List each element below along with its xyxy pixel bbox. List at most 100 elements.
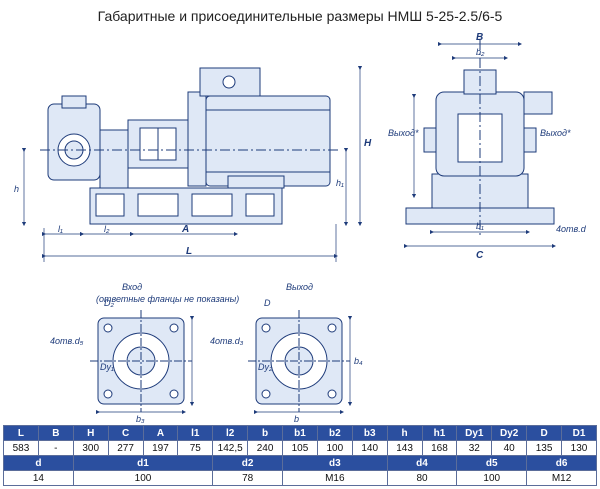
motor-flange — [187, 91, 207, 187]
dim-b2: b₂ — [476, 47, 485, 57]
table-cell: H — [72, 425, 109, 441]
table-cell: 78 — [212, 470, 283, 486]
table-cell: 40 — [491, 440, 528, 456]
dim-b1: b₁ — [476, 221, 484, 231]
table-cell: - — [37, 440, 74, 456]
table-cell: d — [3, 455, 74, 471]
motor-feet — [227, 175, 285, 189]
table-cell: 75 — [177, 440, 214, 456]
flange-in-hole-bl — [103, 389, 113, 399]
flange-out-D: D — [264, 298, 271, 308]
table-cell: d2 — [212, 455, 283, 471]
table-cell: 197 — [142, 440, 179, 456]
outlet-left-flange — [423, 127, 437, 153]
flange-in-hole-tr — [169, 323, 179, 333]
flange-in-hole-tl — [103, 323, 113, 333]
flange-in-b3: b₃ — [136, 414, 145, 424]
flange-out-b: b — [294, 414, 299, 424]
table-cell: 135 — [526, 440, 562, 456]
flange-in-hole-br — [169, 389, 179, 399]
dim-A: A — [181, 224, 189, 235]
flange-in-holes: 4отв.d₅ — [50, 336, 84, 346]
flange-out-hole-bl — [261, 389, 271, 399]
end-motor-box — [523, 91, 553, 115]
end-view — [405, 40, 555, 236]
table-cell: 240 — [247, 440, 283, 456]
flange-in-caption: Вход — [122, 282, 142, 292]
table-cell: b2 — [316, 425, 353, 441]
dim-H: H — [364, 138, 372, 149]
table-cell: b1 — [282, 425, 318, 441]
table-cell: d6 — [526, 455, 597, 471]
flange-out-caption: Выход — [286, 282, 313, 292]
table-cell: 140 — [351, 440, 388, 456]
technical-drawing: L l₁ l₂ A h h₁ H B b₂ b₁ C 4отв.d Выход*… — [14, 32, 587, 424]
table-cell: 14 — [3, 470, 74, 486]
flange-out-holes: 4отв.d₃ — [210, 336, 244, 346]
side-view-dims — [21, 65, 363, 262]
table-cell: M12 — [526, 470, 597, 486]
table-cell: 583 — [3, 440, 39, 456]
pump-top-flange — [61, 95, 87, 109]
table-cell: 32 — [456, 440, 493, 456]
table-cell: Dy2 — [491, 425, 528, 441]
table-cell: D — [526, 425, 562, 441]
table-cell: 277 — [107, 440, 144, 456]
flange-out-Dy2: Dy₂ — [258, 362, 273, 372]
flange-out-hole-tl — [261, 323, 271, 333]
dim-h1: h₁ — [336, 178, 344, 188]
flange-out-hole-tr — [327, 323, 337, 333]
table-cell: d3 — [282, 455, 388, 471]
table-cell: 168 — [421, 440, 458, 456]
dim-h: h — [14, 184, 19, 194]
table-cell: h1 — [421, 425, 458, 441]
table-cell: L — [3, 425, 39, 441]
table-cell: 105 — [282, 440, 318, 456]
table-cell: l2 — [212, 425, 249, 441]
dim-C: C — [476, 250, 484, 261]
outlet-left-label: Выход* — [388, 128, 419, 138]
table-cell: D1 — [561, 425, 597, 441]
flange-out-b4: b₄ — [354, 356, 363, 366]
table-cell: 143 — [386, 440, 423, 456]
side-view — [40, 67, 340, 225]
table-cell: 130 — [561, 440, 597, 456]
dim-l2: l₂ — [104, 224, 110, 234]
table-cell: d1 — [72, 455, 214, 471]
table-cell: h — [386, 425, 423, 441]
table-cell: 100 — [316, 440, 353, 456]
table-cell: C — [107, 425, 144, 441]
dim-end-holes: 4отв.d — [556, 224, 587, 234]
outlet-right-label: Выход* — [540, 128, 571, 138]
flange-in-D2: D₂ — [104, 298, 114, 308]
table-cell: b — [247, 425, 283, 441]
table-cell: 142,5 — [212, 440, 249, 456]
table-cell: 100 — [72, 470, 214, 486]
pump-pedestal — [99, 129, 129, 189]
table-cell: 100 — [456, 470, 528, 486]
flange-in-Dy1: Dy₁ — [100, 362, 114, 372]
page-title: Габаритные и присоединительные размеры Н… — [97, 8, 503, 24]
dim-B: B — [476, 32, 483, 43]
table-cell: B — [37, 425, 74, 441]
flange-in-dims — [95, 315, 195, 415]
flange-out-dims — [253, 315, 353, 415]
table-cell: l1 — [177, 425, 214, 441]
table-cell: d4 — [386, 455, 458, 471]
flange-in-note: (ответные фланцы не показаны) — [96, 294, 239, 304]
table-cell: Dy1 — [456, 425, 493, 441]
end-view-dims — [403, 41, 557, 249]
table-cell: d5 — [456, 455, 528, 471]
flange-in — [90, 310, 192, 412]
dim-L: L — [186, 246, 192, 257]
table-cell: M16 — [282, 470, 388, 486]
flange-out-hole-br — [327, 389, 337, 399]
flange-out — [248, 310, 350, 412]
table-cell: 300 — [72, 440, 109, 456]
table-cell: A — [142, 425, 179, 441]
